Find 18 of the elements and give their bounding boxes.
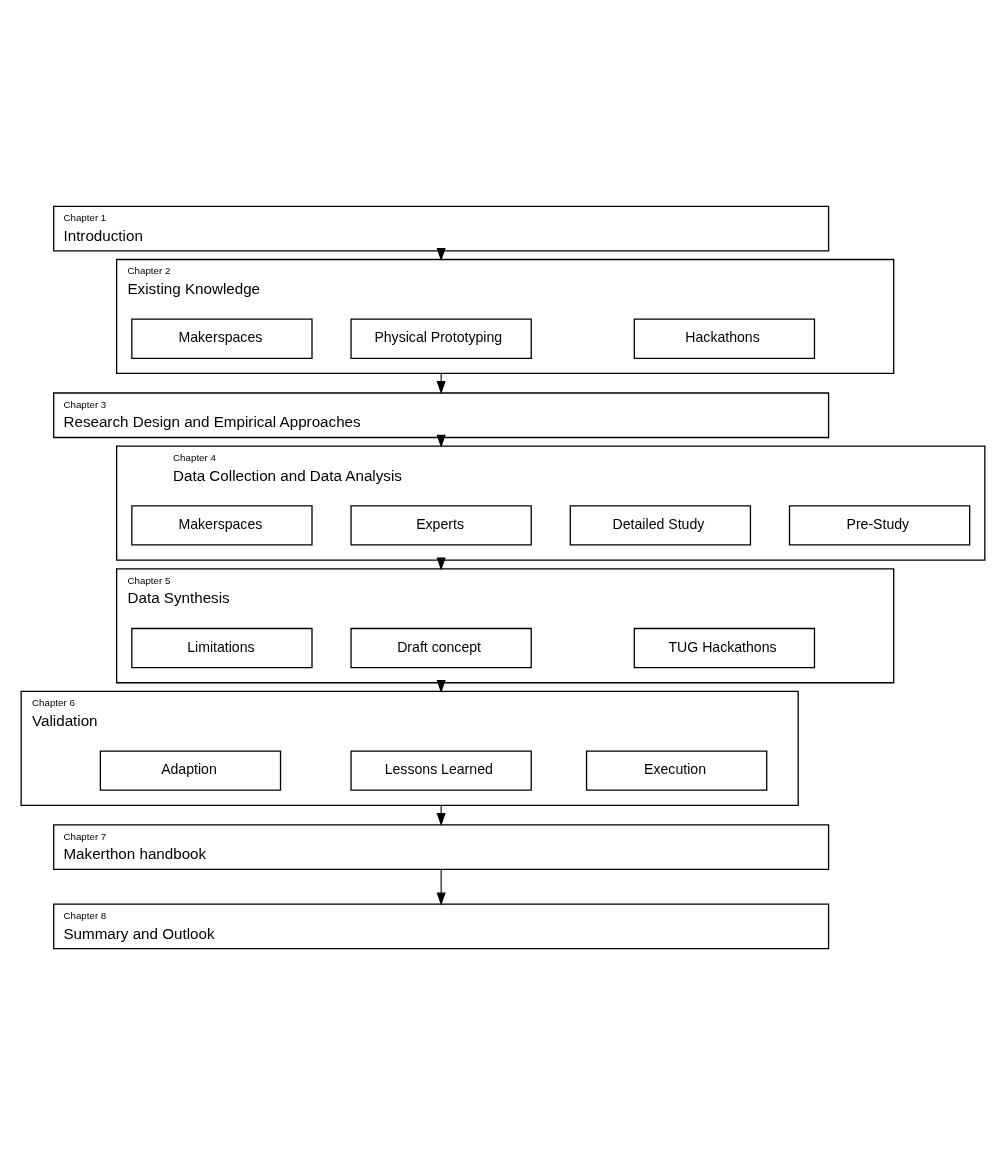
arrow [436,372,446,395]
node-box: Detailed Study [569,505,752,546]
node-box: Makerspaces [131,318,313,359]
node-box: Hackathons [633,318,816,359]
node-box: Lessons Learned [350,750,532,791]
node-box: Limitations [131,627,313,669]
node-box: Draft concept [350,627,532,669]
node-box: Execution [585,750,768,791]
node-box: Chapter 7 Makerthon handbook [53,824,830,871]
arrow [436,869,446,906]
arrow [436,804,446,827]
node-box: TUG Hackathons [633,627,816,669]
node-box: Experts [350,505,532,546]
node-box: Adaption [99,750,282,791]
node-box: Chapter 8 Summary and Outlook [53,903,830,950]
node-box: Physical Prototyping [350,318,532,359]
node-box: Pre-Study [788,505,971,546]
node-box: Makerspaces [131,505,313,546]
